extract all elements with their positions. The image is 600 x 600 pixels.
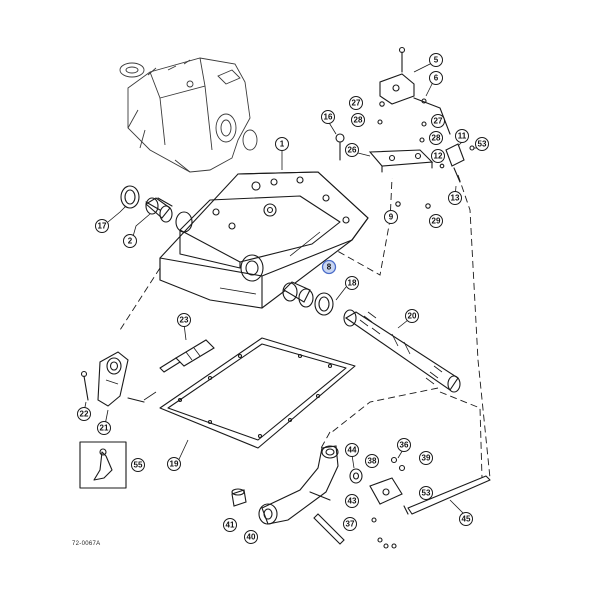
svg-text:45: 45	[462, 515, 471, 524]
svg-text:8: 8	[327, 263, 332, 272]
svg-text:6: 6	[434, 74, 439, 83]
svg-text:43: 43	[348, 497, 357, 506]
handle-23	[159, 339, 215, 373]
svg-text:37: 37	[346, 520, 355, 529]
svg-text:18: 18	[348, 279, 357, 288]
svg-text:23: 23	[180, 316, 189, 325]
svg-text:26: 26	[348, 146, 357, 155]
rockshaft-arm-40	[258, 445, 339, 525]
pin-43	[309, 491, 331, 501]
svg-text:12: 12	[434, 152, 443, 161]
callout-43: 43	[345, 494, 359, 508]
callout-53a: 53	[475, 137, 489, 151]
callout-9: 9	[384, 210, 398, 224]
svg-text:11: 11	[458, 132, 467, 141]
svg-text:39: 39	[422, 454, 431, 463]
svg-text:44: 44	[348, 446, 357, 455]
plate-38	[369, 477, 403, 505]
screws-36-39	[371, 456, 406, 549]
reference-code: 72-0067A	[72, 541, 101, 547]
svg-text:20: 20	[408, 312, 417, 321]
pin-37	[313, 513, 345, 545]
rod-6	[413, 97, 451, 135]
bushing-8	[282, 281, 314, 308]
callout-12: 12	[431, 149, 445, 163]
splined-shaft	[343, 309, 461, 393]
callout-16: 16	[321, 110, 335, 124]
callout-23: 23	[177, 313, 191, 327]
svg-text:40: 40	[247, 533, 256, 542]
svg-text:28: 28	[354, 116, 363, 125]
svg-text:27: 27	[434, 117, 443, 126]
svg-text:9: 9	[389, 213, 394, 222]
svg-text:41: 41	[226, 521, 235, 530]
svg-text:28: 28	[432, 134, 441, 143]
callout-39: 39	[419, 451, 433, 465]
callout-45: 45	[459, 512, 473, 526]
callout-28a: 28	[351, 113, 365, 127]
callout-5: 5	[429, 53, 443, 67]
callout-53b: 53	[419, 486, 433, 500]
bracket-5	[379, 46, 415, 105]
callout-27a: 27	[349, 96, 363, 110]
callout-22: 22	[77, 407, 91, 421]
bolt-16	[335, 133, 345, 161]
callout-41: 41	[223, 518, 237, 532]
callout-38: 38	[365, 454, 379, 468]
svg-text:22: 22	[80, 410, 89, 419]
screw-22	[80, 370, 89, 401]
callout-55: 55	[131, 458, 145, 472]
callout-18: 18	[345, 276, 359, 290]
bushing-41	[231, 488, 247, 507]
svg-text:38: 38	[368, 457, 377, 466]
svg-text:5: 5	[434, 56, 439, 65]
washer-44	[349, 468, 363, 484]
svg-text:29: 29	[432, 217, 441, 226]
callout-8: 8	[321, 259, 337, 275]
svg-text:36: 36	[400, 441, 409, 450]
parent-assembly-outline	[119, 57, 258, 173]
svg-text:53: 53	[478, 140, 487, 149]
callout-21: 21	[97, 421, 111, 435]
callout-36: 36	[397, 438, 411, 452]
callout-44: 44	[345, 443, 359, 457]
callout-37: 37	[343, 517, 357, 531]
svg-text:1: 1	[280, 140, 285, 149]
svg-text:21: 21	[100, 424, 109, 433]
svg-text:27: 27	[352, 99, 361, 108]
seal-17	[120, 185, 140, 209]
callout-1: 1	[275, 137, 289, 151]
callout-29: 29	[429, 214, 443, 228]
seal-18	[314, 292, 334, 316]
gasket	[159, 337, 356, 449]
link-11	[445, 143, 465, 183]
callout-13: 13	[448, 191, 462, 205]
clip-box-55	[79, 441, 127, 489]
housing-cover	[159, 171, 369, 309]
svg-text:2: 2	[128, 237, 133, 246]
svg-text:19: 19	[170, 460, 179, 469]
svg-text:55: 55	[134, 461, 143, 470]
callout-11: 11	[455, 129, 469, 143]
bracket-26	[368, 149, 434, 173]
callout-17: 17	[95, 219, 109, 233]
callout-6: 6	[429, 71, 443, 85]
bushing-2	[145, 197, 173, 223]
rod-45	[403, 475, 491, 515]
svg-text:13: 13	[451, 194, 460, 203]
lift-arm-21	[97, 351, 129, 407]
callout-20: 20	[405, 309, 419, 323]
callout-28b: 28	[429, 131, 443, 145]
callout-26: 26	[345, 143, 359, 157]
svg-text:17: 17	[98, 222, 107, 231]
svg-text:16: 16	[324, 113, 333, 122]
callout-40: 40	[244, 530, 258, 544]
pin-near-21	[127, 397, 145, 403]
callout-2: 2	[123, 234, 137, 248]
callout-27b: 27	[431, 114, 445, 128]
callout-19: 19	[167, 457, 181, 471]
svg-text:53: 53	[422, 489, 431, 498]
